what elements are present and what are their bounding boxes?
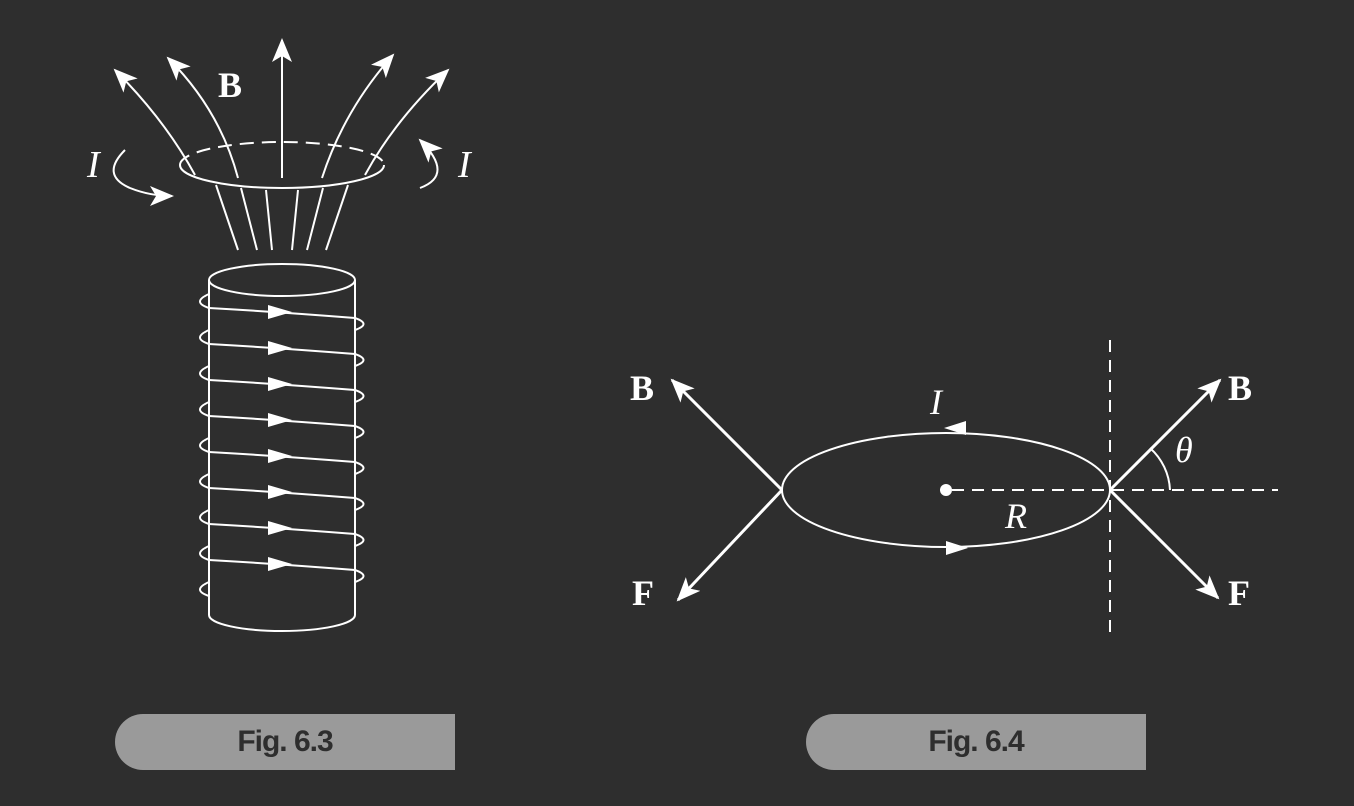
force-arrow-right — [1108, 488, 1220, 600]
current-label-left: I — [86, 144, 102, 186]
radius-label: R — [1004, 496, 1027, 536]
winding-arrow — [268, 341, 292, 355]
solenoid-bottom-edge — [208, 614, 356, 632]
angle-arc — [1149, 447, 1171, 491]
winding-arrow — [268, 485, 292, 499]
field-line — [325, 184, 349, 251]
field-label-b: B — [218, 65, 242, 105]
field-line — [215, 184, 239, 251]
field-line-arrow — [321, 53, 395, 179]
field-line — [306, 187, 324, 251]
winding-right-bulge — [354, 389, 365, 403]
winding-right-bulge — [354, 353, 365, 367]
solenoid-windings — [199, 293, 365, 597]
field-label-right: B — [1228, 368, 1252, 408]
field-label-left: B — [630, 368, 654, 408]
winding-arrow — [268, 377, 292, 391]
winding-right-bulge — [354, 461, 365, 475]
loop-figure — [670, 340, 1278, 640]
force-label-right: F — [1228, 573, 1250, 613]
loop-center-dot — [940, 484, 952, 496]
figure-caption-6-3: Fig. 6.3 — [115, 714, 455, 770]
top-loop-front — [179, 164, 385, 189]
field-line-arrow — [166, 56, 239, 179]
winding-right-bulge — [354, 425, 365, 439]
solenoid-top-ellipse — [208, 263, 356, 297]
loop-direction-arrow-bottom — [946, 541, 968, 555]
field-line-arrow — [364, 68, 450, 176]
current-label-right: I — [457, 144, 473, 186]
figure-caption-6-4: Fig. 6.4 — [806, 714, 1146, 770]
winding-right-bulge — [354, 569, 365, 583]
winding-arrow — [268, 413, 292, 427]
solenoid-figure — [112, 38, 450, 632]
loop-direction-arrow-top — [944, 421, 966, 435]
winding-left-bulge — [199, 329, 210, 345]
winding-left-bulge — [199, 437, 210, 453]
winding-left-bulge — [199, 293, 210, 309]
field-line — [291, 189, 299, 251]
winding-arrow — [268, 557, 292, 571]
winding-left-bulge — [199, 509, 210, 525]
winding-arrow — [268, 305, 292, 319]
field-arrow-right — [1108, 378, 1222, 492]
winding-left-bulge — [199, 581, 210, 597]
winding-right-bulge — [354, 497, 365, 511]
field-arrow-left — [670, 378, 784, 492]
winding-arrow — [268, 521, 292, 535]
winding-left-bulge — [199, 365, 210, 381]
top-loop-back — [179, 141, 385, 166]
field-line — [240, 187, 258, 251]
winding-left-bulge — [199, 401, 210, 417]
force-arrow-left — [676, 488, 784, 602]
angle-label: θ — [1175, 430, 1193, 470]
field-line-arrow — [113, 68, 196, 176]
field-line — [265, 189, 273, 251]
winding-left-bulge — [199, 473, 210, 489]
current-arrow-left — [112, 149, 174, 206]
winding-right-bulge — [354, 533, 365, 547]
force-label-left: F — [632, 573, 654, 613]
current-arrow-right — [418, 138, 443, 189]
winding-arrow — [268, 449, 292, 463]
winding-right-bulge — [354, 317, 365, 331]
current-label: I — [929, 382, 944, 422]
winding-left-bulge — [199, 545, 210, 561]
